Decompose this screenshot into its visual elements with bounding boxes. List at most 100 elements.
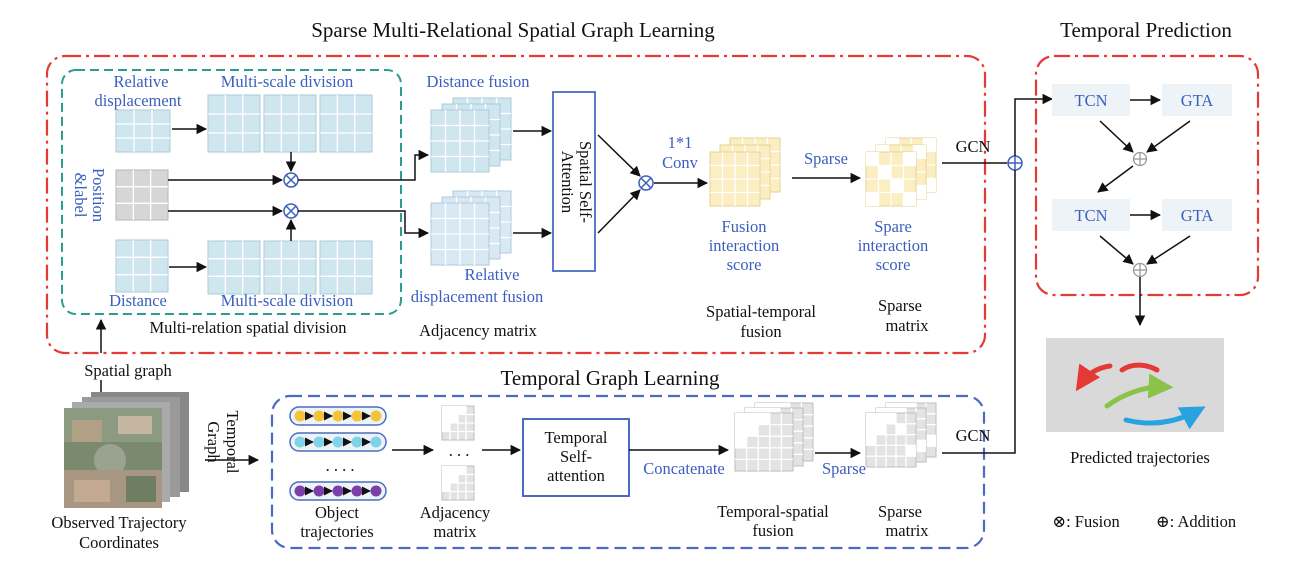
gta-box-2 (1162, 199, 1232, 231)
arrow (1146, 120, 1191, 153)
tcn-label-1: TCN (1075, 91, 1108, 110)
temporal-self-attention-label: Temporal (545, 428, 608, 447)
relative-fusion-stack (430, 202, 490, 266)
relative-displacement-grid (115, 109, 171, 153)
fusion-score-label-2: interaction (709, 236, 780, 255)
temporal-sparse-label: Sparse (822, 459, 866, 478)
arrow (1146, 235, 1191, 265)
distance-fusion-stack (430, 109, 490, 173)
observed-label-2: Coordinates (79, 533, 159, 552)
trajectory-chain-cyan (289, 432, 387, 452)
arrow (597, 134, 641, 177)
ts-fusion-label-2: fusion (752, 521, 793, 540)
multiscale-bottom-grid-1 (207, 240, 261, 295)
fusion-symbol-attention (638, 175, 654, 191)
temporal-sparse-matrix-label: Sparse (878, 502, 922, 521)
temporal-self-attention-box (522, 418, 630, 497)
sparse-matrix-label-2: matrix (885, 316, 929, 335)
arrow (942, 170, 1016, 454)
temporal-prediction-frame (1034, 54, 1260, 297)
observed-label: Observed Trajectory (51, 513, 187, 532)
spare-score-label-3: score (876, 255, 911, 274)
multiscale-top-grid-2 (263, 94, 317, 153)
dots-label: . . . . (326, 456, 355, 475)
multiscale-top-grid-1 (207, 94, 261, 153)
spatial-title: Sparse Multi-Relational Spatial Graph Le… (311, 18, 715, 42)
multiscale-bottom-grid-3 (319, 240, 373, 295)
arrow (298, 210, 430, 239)
multiscale-top-label: Multi-scale division (221, 72, 353, 91)
relative-displacement-label: Relative (114, 72, 169, 91)
trajectory-chain-yellow (289, 406, 387, 426)
temporal-sparse-matrix-label-2: matrix (885, 521, 929, 540)
position-label-2: &label (71, 173, 90, 218)
fusion-symbol-top (283, 172, 299, 188)
fusion-score-label-3: score (727, 255, 762, 274)
temporal-adjacency-grid-2 (441, 465, 475, 501)
multi-relation-frame (61, 69, 402, 315)
temporal-graph-label: Temporal (223, 411, 242, 474)
predicted-label: Predicted trajectories (1070, 448, 1210, 467)
tcn-box-1 (1052, 84, 1130, 116)
conv-label-2: Conv (662, 153, 699, 172)
st-fusion-label-2: fusion (740, 322, 781, 341)
temporal-adjacency-label-2: matrix (433, 522, 477, 541)
addition-symbol-1 (1132, 151, 1148, 167)
arrow (298, 149, 430, 181)
gta-label-2: GTA (1181, 206, 1214, 225)
position-label: Position (89, 168, 108, 222)
spare-score-label-2: interaction (858, 236, 929, 255)
arrow (1097, 165, 1134, 193)
spatial-self-attention-label-2: Attention (558, 151, 577, 213)
sparse-label: Sparse (804, 149, 848, 168)
object-trajectories-label: Object (315, 503, 359, 522)
multiscale-bottom-grid-2 (263, 240, 317, 295)
spatial-graph-label: Spatial graph (84, 361, 172, 380)
temporal-self-attention-label-2: Self- (560, 447, 592, 466)
multiscale-top-grid-3 (319, 94, 373, 153)
trajectory-chain-purple (289, 481, 387, 501)
addition-symbol-2 (1132, 262, 1148, 278)
legend-fusion: ⊗: Fusion (1052, 512, 1119, 531)
legend-addition: ⊕: Addition (1156, 512, 1236, 531)
temporal-prediction-title: Temporal Prediction (1060, 18, 1232, 42)
distance-grid (115, 239, 169, 293)
arrow (597, 189, 641, 234)
object-trajectories-label-2: trajectories (300, 522, 373, 541)
temporal-graph-frame (270, 394, 986, 550)
temporal-self-attention-label-3: attention (547, 466, 605, 485)
distance-fusion-label: Distance fusion (426, 72, 529, 91)
trajectory-red (1075, 363, 1113, 392)
temporal-spatial-fusion-stack (734, 412, 794, 472)
tcn-box-2 (1052, 199, 1130, 231)
multi-relation-division-label: Multi-relation spatial division (149, 318, 346, 337)
observed-trajectory-image (64, 392, 189, 508)
fusion-score-label: Fusion (722, 217, 767, 236)
temporal-adjacency-label: Adjacency (420, 503, 491, 522)
conv-label: 1*1 (668, 133, 693, 152)
addition-symbol-main (1007, 155, 1023, 171)
gcn-top-label: GCN (956, 137, 991, 156)
arrow (1099, 120, 1134, 153)
trajectory-red-2 (1119, 362, 1160, 373)
temporal-adjacency-grid-1 (441, 405, 475, 441)
spatial-self-attention-label: Spatial Self- (576, 141, 595, 223)
temporal-graph-label-2: Graph (204, 421, 223, 463)
spatial-self-attention-box (552, 91, 596, 272)
trajectory-green (1104, 373, 1174, 409)
temporal-sparse-matrix-stack (865, 412, 917, 468)
temporal-graph-title: Temporal Graph Learning (501, 366, 720, 390)
position-label-grid (115, 169, 169, 221)
sparse-matrix-label: Sparse (878, 296, 922, 315)
spare-score-stack (865, 151, 917, 207)
arrow (1099, 235, 1134, 265)
spare-score-label: Spare (874, 217, 912, 236)
gta-box-1 (1162, 84, 1232, 116)
ts-fusion-label: Temporal-spatial (717, 502, 829, 521)
distance-label: Distance (109, 291, 167, 310)
fusion-score-stack (709, 151, 761, 207)
spatial-frame (45, 54, 987, 355)
st-fusion-label: Spatial-temporal (706, 302, 816, 321)
multiscale-bottom-label: Multi-scale division (221, 291, 353, 310)
